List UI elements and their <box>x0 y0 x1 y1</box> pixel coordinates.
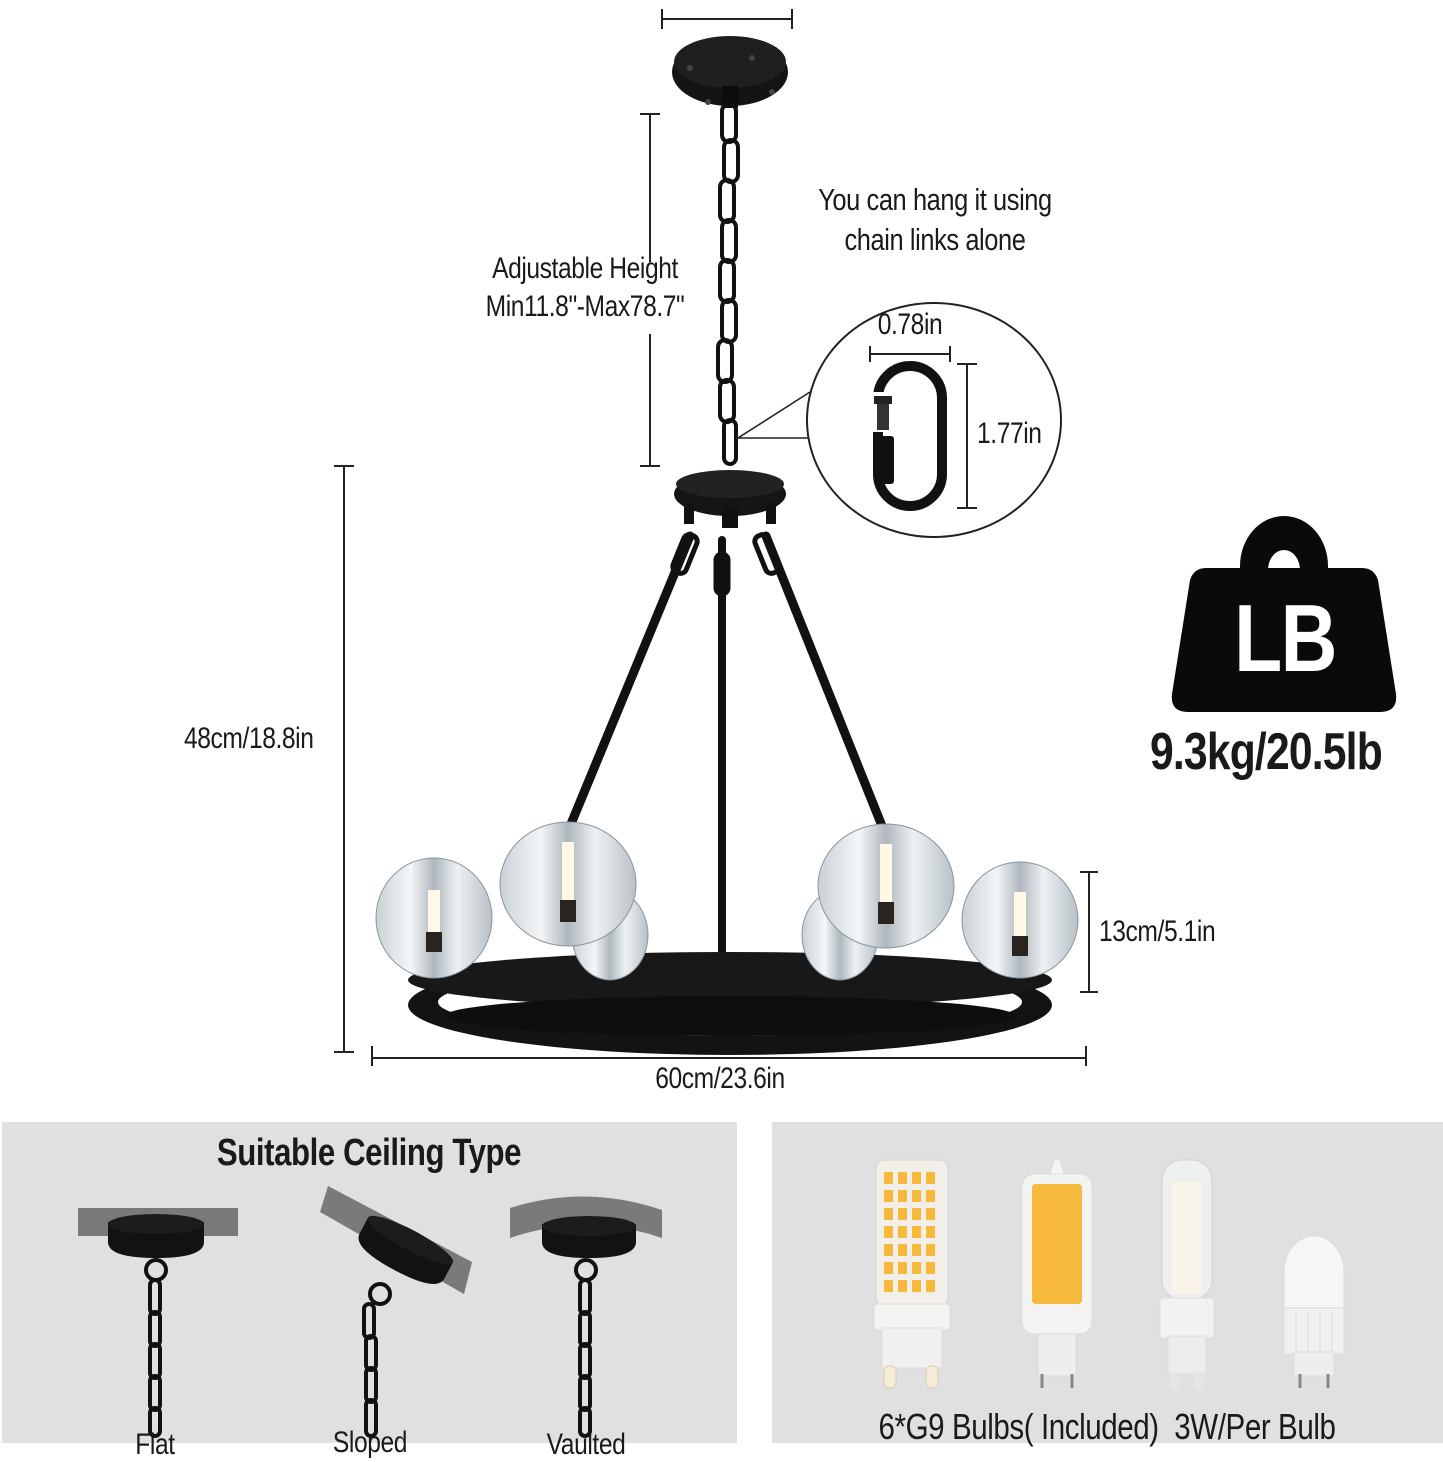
hang-note-line2: chain links alone <box>844 222 1026 257</box>
detail-pointer-line <box>735 391 811 439</box>
weight-icon <box>1171 516 1397 712</box>
weight-icon-text: LB <box>1234 585 1337 692</box>
ceiling-type-panel: Suitable Ceiling Type Flat <box>2 1122 737 1461</box>
fixture-hub-icon <box>674 470 786 528</box>
link-width-dimension-icon <box>869 346 951 362</box>
adjustable-height-line1: Adjustable Height <box>492 252 678 285</box>
ceiling-panel-title: Suitable Ceiling Type <box>216 1132 522 1174</box>
sloped-ceiling-icon <box>320 1186 472 1438</box>
adjustable-height-line2: Min11.8"-Max78.7" <box>485 290 685 323</box>
flat-ceiling-icon <box>78 1208 238 1438</box>
crystal-shades-icon <box>375 821 1098 993</box>
hanging-chain-icon <box>716 102 740 466</box>
quick-link-carabiner-icon <box>872 361 947 511</box>
overall-width-dimension-icon <box>371 1046 1087 1066</box>
shade-height-label: 13cm/5.1in <box>1099 915 1216 948</box>
bulb-cob-warm-icon <box>1021 1159 1093 1388</box>
bulbs-caption: 6*G9 Bulbs( Included) 3W/Per Bulb <box>878 1406 1336 1447</box>
bulbs-panel: 6*G9 Bulbs( Included) 3W/Per Bulb <box>772 1122 1443 1447</box>
link-width-label: 0.78in <box>877 308 943 341</box>
link-height-label: 1.77in <box>977 417 1042 450</box>
link-height-dimension-icon <box>957 363 977 509</box>
ceiling-label-sloped: Sloped <box>332 1426 408 1459</box>
bulb-ceramic-icon <box>1283 1235 1345 1388</box>
vaulted-ceiling-icon <box>510 1196 662 1438</box>
adjustable-height-label: Adjustable Height Min11.8"-Max78.7" <box>466 250 704 326</box>
hang-note: You can hang it using chain links alone <box>816 180 1054 260</box>
adjustable-height-dimension-icon <box>640 113 660 467</box>
body-height-label: 48cm/18.8in <box>184 722 314 755</box>
bulb-smd-warm-icon <box>873 1159 951 1389</box>
weight-value: 9.3kg/20.5lb <box>1150 723 1383 781</box>
chandelier-ring-icon <box>408 952 1052 1055</box>
support-rods-icon <box>561 531 891 1024</box>
hang-note-line1: You can hang it using <box>818 182 1052 217</box>
bulb-smd-clear-icon <box>1159 1159 1215 1390</box>
canopy-width-dimension-icon <box>661 9 793 29</box>
ceiling-label-vaulted: Vaulted <box>546 1428 626 1461</box>
body-height-dimension-icon <box>334 465 354 1053</box>
ceiling-canopy-icon <box>672 36 788 108</box>
overall-width-label: 60cm/23.6in <box>655 1062 785 1095</box>
ceiling-label-flat: Flat <box>135 1428 175 1461</box>
